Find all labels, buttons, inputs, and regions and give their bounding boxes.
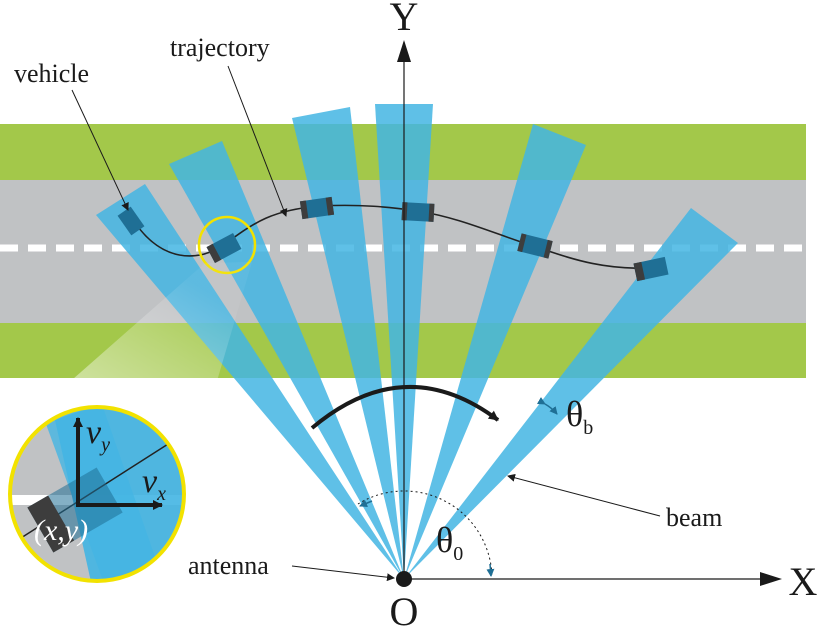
vehicle-2: [206, 233, 242, 263]
zoom-inset: vy vx (x,y): [8, 405, 186, 583]
theta-b-label: θb: [566, 394, 593, 439]
theta-0-label: θ0: [436, 520, 463, 565]
beam-label: beam: [666, 503, 722, 532]
vehicle-4: [401, 202, 435, 222]
theta-0-arc: [357, 490, 493, 577]
vehicle-positions: [117, 196, 669, 282]
vy-label: vy: [86, 414, 110, 456]
beam-6: [404, 208, 738, 579]
beam-3: [292, 107, 404, 579]
trajectory-label: trajectory: [170, 33, 270, 62]
position-label: (x,y): [34, 514, 88, 547]
vehicle-label: vehicle: [14, 59, 89, 88]
y-axis-label: Y: [390, 0, 419, 39]
antenna-label: antenna: [188, 551, 269, 580]
sweep-arrow: [310, 384, 500, 430]
antenna-dot: [396, 571, 412, 587]
vx-label: vx: [142, 463, 166, 505]
theta-b-arc: [536, 397, 558, 415]
x-axis-label: X: [789, 559, 818, 604]
origin-label: O: [390, 589, 419, 629]
vehicle-5: [517, 233, 553, 259]
beam-5: [404, 124, 586, 579]
vehicle-1: [117, 206, 145, 236]
vehicle-3: [299, 196, 335, 220]
beam-1: [96, 184, 404, 579]
inset-border: [8, 405, 186, 583]
vehicle-6: [633, 256, 669, 282]
coordinate-axes: [396, 40, 782, 587]
